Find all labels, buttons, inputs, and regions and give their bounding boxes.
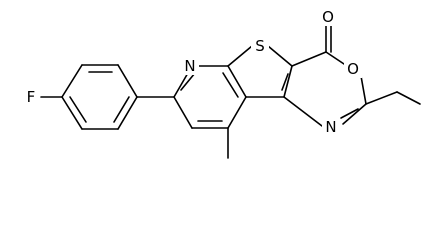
oxazine-nitrogen-atom: N: [325, 118, 336, 136]
ring-oxygen-atom: O: [347, 60, 359, 78]
thiophene-sulfur-atom: S: [255, 37, 265, 55]
carbonyl-oxygen-atom: O: [322, 8, 334, 26]
oxazinone-ring: [283, 24, 367, 127]
molecule-structure: F N S O O N: [22, 8, 421, 159]
fluorine-atom: F: [27, 88, 36, 106]
pyridine-nitrogen-atom: N: [184, 57, 195, 75]
fluorophenyl-ring: [61, 64, 138, 130]
pyridine-ring: [173, 65, 247, 129]
ethyl-bond-1: [365, 91, 398, 105]
thiophene-ring: [227, 45, 293, 98]
ethyl-bond-2: [396, 91, 421, 105]
atom-labels: F N S O O N: [22, 8, 362, 136]
